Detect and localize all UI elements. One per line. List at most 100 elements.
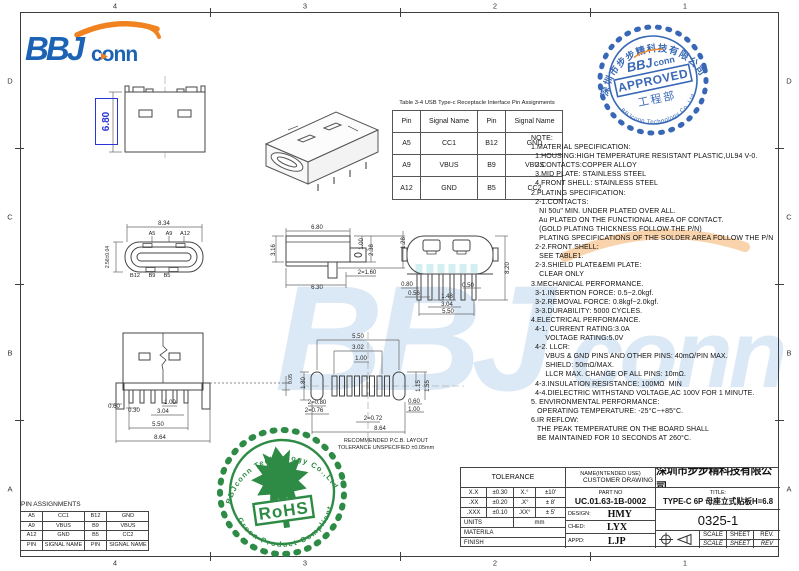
pin-table-header: Pin xyxy=(478,111,506,133)
materila-label: MATERILA xyxy=(461,528,566,538)
dim-label: 0.05 xyxy=(288,374,294,384)
dim-label: 0.80 xyxy=(401,282,413,288)
pin-table-cell: VBUS xyxy=(506,155,563,177)
pin-table-header: Signal Name xyxy=(421,111,478,133)
title-cell: TITLE: TYPE-C 6P 母座立式贴板H=6.8 xyxy=(656,488,780,510)
pcb-layout-note-line1: RECOMMENDED P.C.B. LAYOUT xyxy=(343,438,429,444)
top-view-drawing xyxy=(88,58,238,163)
zone-col-4-bottom: 4 xyxy=(112,558,118,568)
pin-table-cell: A9 xyxy=(393,155,421,177)
design-label: DESIGN: xyxy=(568,511,591,517)
projection-symbol-icon xyxy=(658,532,691,547)
title-block: TOLERANCE X.X ±0.30 X.° ±10' .XX ±0.20 .… xyxy=(460,467,780,548)
name-label: NAME(INTENDED USE) xyxy=(580,471,641,477)
appd-value: LJP xyxy=(607,535,626,547)
dim-label: 6.80 xyxy=(101,111,112,132)
pin-table-cell: GND xyxy=(421,177,478,199)
dim-label: 0.30 xyxy=(128,408,140,414)
dim-label: 1.80 xyxy=(301,377,307,389)
dim-label: 3.16 xyxy=(271,244,277,256)
scale-header: SCALE xyxy=(700,531,727,540)
zone-row-a-right: A xyxy=(786,484,792,494)
sheet-header: SHEET xyxy=(727,531,754,540)
watermark-swoosh xyxy=(560,229,750,262)
tolerance-cell: ±10' xyxy=(536,488,566,498)
tolerance-cell: ±0.20 xyxy=(487,498,514,508)
zone-col-4-top: 4 xyxy=(112,1,118,11)
pin-table-title: Table 3-4 USB Type-c Receptacle Interfac… xyxy=(399,100,555,106)
dim-label: 1.55 xyxy=(425,380,431,392)
logo-text-bbj: BBJ xyxy=(25,30,86,67)
bbjconn-logo: BBJ conn xyxy=(25,20,170,67)
ched-label: CHED: xyxy=(568,524,586,530)
pin-label-a12: A12 xyxy=(180,231,190,237)
part-no-cell: PART NO UC.01.63-1B-0002 xyxy=(566,488,656,508)
pin-table-cell: GND xyxy=(506,133,563,155)
dim-label: 1.28 xyxy=(401,237,407,249)
pin-assignments-header: PIN xyxy=(85,540,107,550)
dim-label: 8.64 xyxy=(374,426,386,432)
pin-label-b12: B12 xyxy=(130,273,140,279)
pin-table-cell: VBUS xyxy=(421,155,478,177)
dim-label: 3.04 xyxy=(441,302,453,308)
pin-assignments-cell: B9 xyxy=(85,521,107,531)
dim-label: 1.00 xyxy=(359,238,365,250)
dim-label: 5.50 xyxy=(352,334,364,340)
dim-label: 8.34 xyxy=(158,221,170,227)
pcb-layout-note: RECOMMENDED P.C.B. LAYOUT TOLERANCE UNSP… xyxy=(330,438,442,452)
pin-table: Pin Signal Name Pin Signal Name A5 CC1 B… xyxy=(392,110,563,200)
watermark-conn: conn xyxy=(570,301,784,408)
title-value: TYPE-C 6P 母座立式贴板H=6.8 xyxy=(662,497,774,506)
part-no-value: UC.01.63-1B-0002 xyxy=(574,495,647,506)
pin-label-b5: B5 xyxy=(163,273,171,279)
pcb-layout-note-line2: TOLERANCE UNSPECIFIED ±0.05mm xyxy=(337,445,435,451)
dim-label: 2.38 xyxy=(369,244,375,256)
dim-label: 8.64 xyxy=(154,435,166,441)
zone-row-c-right: C xyxy=(786,212,792,222)
maple-leaf-icon xyxy=(251,446,309,529)
tolerance-cell: X.° xyxy=(514,488,536,498)
pin-table-cell: A12 xyxy=(393,177,421,199)
name-cell: NAME(INTENDED USE) CUSTOMER DRAWING xyxy=(566,468,656,488)
pin-assignments-cell: VBUS xyxy=(107,522,149,531)
pin-assignments-cell: GND xyxy=(43,531,85,541)
front-view-drawing xyxy=(103,216,303,306)
zone-col-2-bottom: 2 xyxy=(492,558,498,568)
pin-table-cell: B5 xyxy=(478,177,506,199)
dim-label: 2=0.76 xyxy=(304,408,324,414)
pin-table-cell: A5 xyxy=(393,133,421,155)
sheet-value: SHEET xyxy=(727,539,754,548)
logo-text-conn: conn xyxy=(91,43,137,66)
pin-table-cell: CC2 xyxy=(527,184,542,192)
zone-col-1-top: 1 xyxy=(682,1,688,11)
zone-row-b-right: B xyxy=(786,348,792,358)
pin-assignments-header: SIGNAL NAME xyxy=(43,540,85,550)
rohs-stamp: BBJconn Technology Co.,Ltd Green Product… xyxy=(217,427,347,557)
notes-block: NOTE: 1.MATERIAL SPECIFICATION: 1.HOUSIN… xyxy=(531,135,774,443)
logo-swoosh xyxy=(77,24,157,35)
zone-row-d-right: D xyxy=(786,76,792,86)
pcb-layout-drawing xyxy=(296,328,471,460)
pin-table-header: Pin xyxy=(393,111,421,133)
bottom-view-drawing xyxy=(108,326,303,458)
tolerance-cell: .XX° xyxy=(514,508,536,518)
projection-symbol xyxy=(656,531,700,548)
side-view-drawing xyxy=(268,222,413,307)
pin-table-cell: B9 xyxy=(478,155,506,177)
height-dimension-badge: 6.80 xyxy=(95,98,118,145)
pin-assignments-cell: VBUS xyxy=(43,521,85,531)
pin-assignments-table: A5 CC1 B12 GND A9 VBUS B9 VBUS A12 GND B… xyxy=(20,511,149,551)
rev-header: REV. xyxy=(754,531,780,540)
dim-label: 2=1.60 xyxy=(357,270,377,276)
scale-value: SCALE xyxy=(700,539,727,548)
zone-row-a-left: A xyxy=(7,484,13,494)
tolerance-cell: ±0.30 xyxy=(487,488,514,498)
zone-col-3-bottom: 3 xyxy=(302,558,308,568)
logo-play-icon xyxy=(101,53,108,60)
dim-label: 1.00 xyxy=(355,356,367,362)
approved-logo-bbj: BBJ xyxy=(625,55,654,75)
pin-assignments-cell: B5 xyxy=(85,531,107,541)
zone-row-c-left: C xyxy=(7,212,13,222)
pin-assignments-cell: A12 xyxy=(21,531,43,541)
dim-label: 1.00 xyxy=(164,400,176,406)
